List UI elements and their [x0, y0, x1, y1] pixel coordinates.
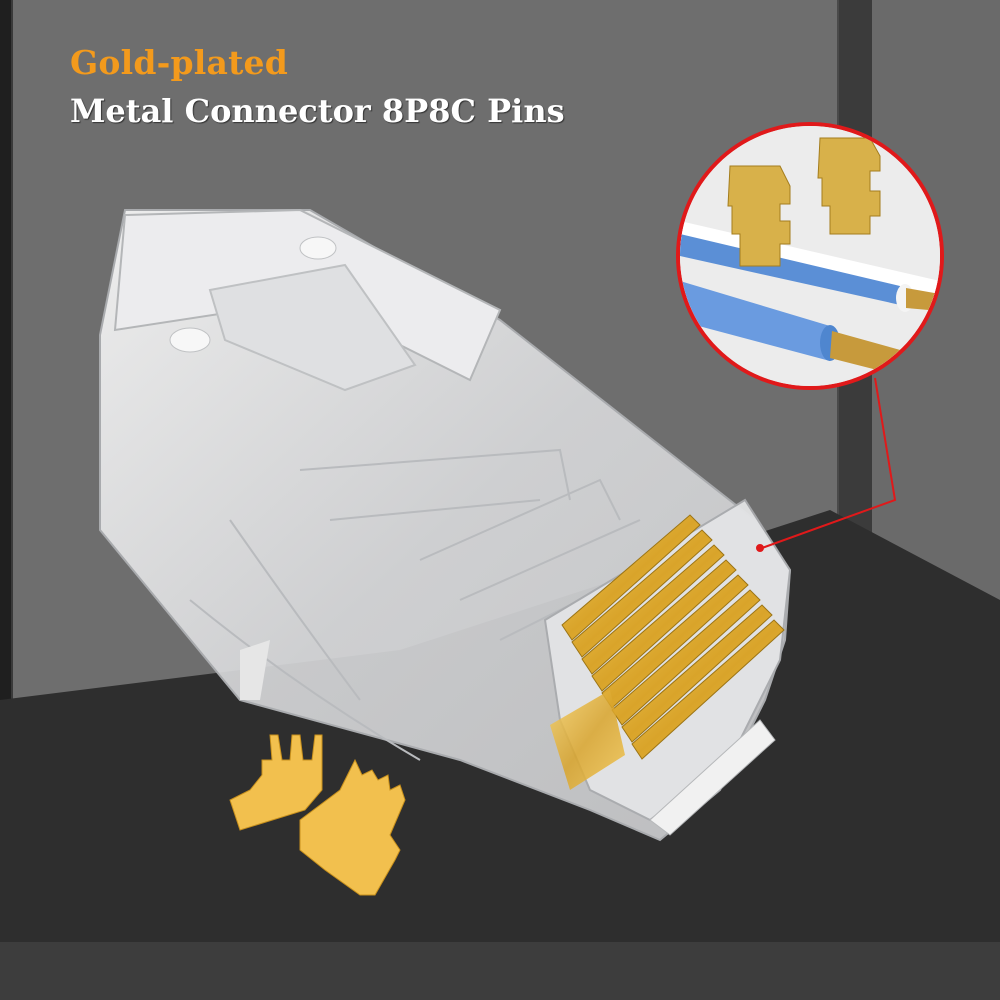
headline-connector-pins: Metal Connector 8P8C Pins: [70, 92, 565, 130]
pin-detail-callout: [676, 122, 944, 390]
pin-detail-image: [680, 126, 940, 386]
loose-gold-pins: [229, 734, 406, 896]
headline: Gold-plated Metal Connector 8P8C Pins: [70, 46, 565, 127]
headline-gold-plated: Gold-plated: [70, 43, 289, 82]
floor-ledge: [0, 942, 1000, 1000]
